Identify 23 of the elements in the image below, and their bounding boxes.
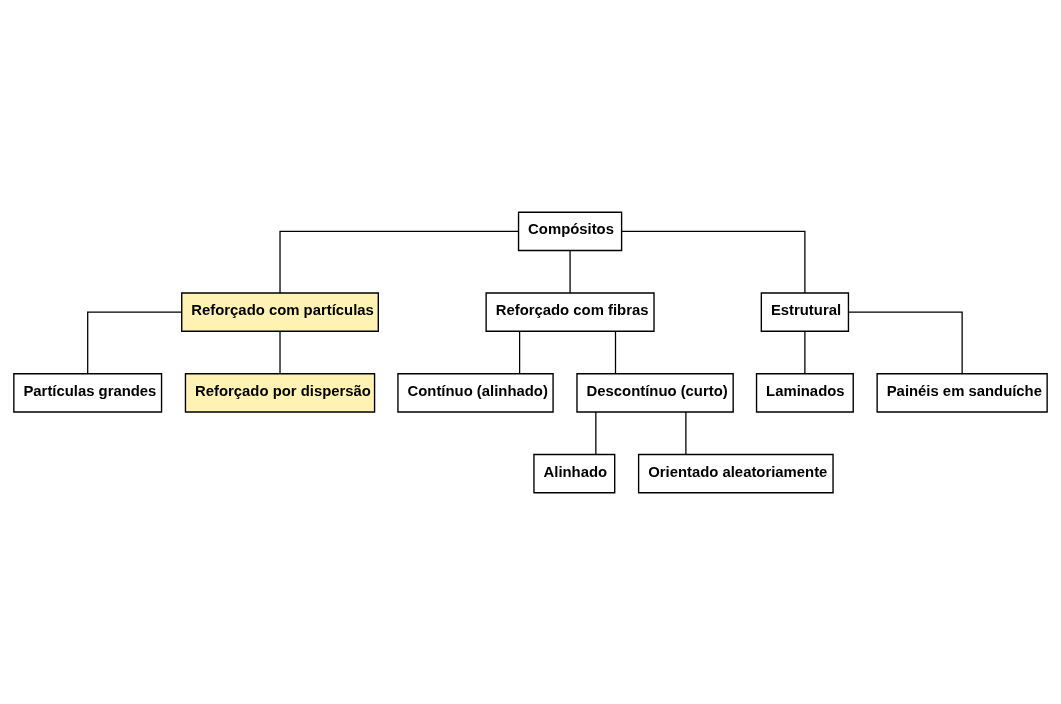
connector <box>279 330 281 374</box>
connector <box>621 230 806 294</box>
connector <box>279 230 519 294</box>
node-box: Alinhado <box>533 453 616 493</box>
node-box: Partículas grandes <box>13 372 163 413</box>
connector <box>685 410 687 455</box>
node-box: Contínuo (alinhado) <box>397 372 554 413</box>
node-box: Estrutural <box>760 291 850 332</box>
node-box: Descontínuo (curto) <box>576 372 734 413</box>
node-box: Painéis em sanduíche <box>876 372 1048 413</box>
connector <box>569 249 571 293</box>
node-box: Orientado aleatoriamente <box>637 453 834 493</box>
connector <box>595 410 597 455</box>
connector <box>518 330 521 374</box>
node-box: Reforçado com partículas <box>181 291 379 332</box>
node-box: Compósitos <box>517 211 623 251</box>
node-box: Reforçado com fibras <box>485 291 655 332</box>
connector <box>804 330 806 374</box>
connector <box>848 311 963 374</box>
connector <box>614 330 617 374</box>
node-box: Laminados <box>755 372 854 413</box>
connector <box>87 311 183 374</box>
node-box: Reforçado por dispersão <box>184 372 376 413</box>
